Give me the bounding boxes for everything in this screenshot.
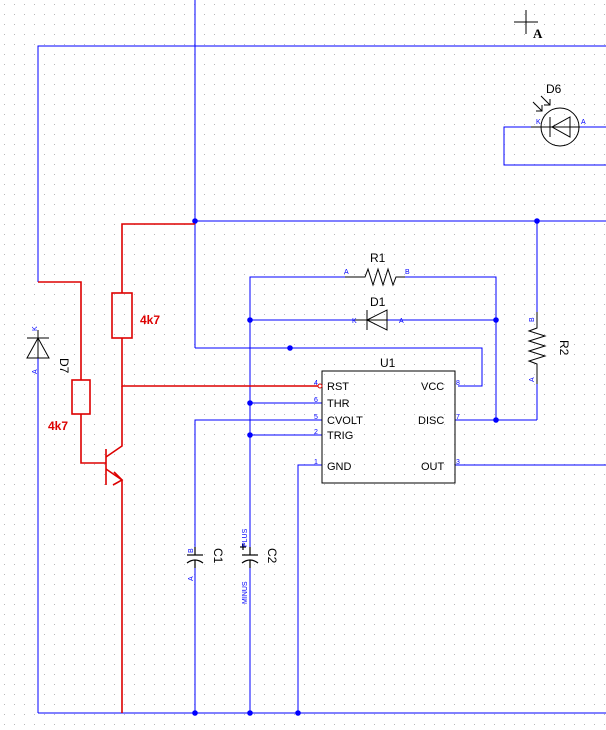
u1-pin-out-label: OUT — [421, 461, 445, 473]
r1-pin-a: A — [344, 269, 349, 276]
d7-pin-a: A — [32, 369, 39, 374]
blue-wires[interactable] — [37, 0, 606, 714]
led-d6[interactable]: D6 K A — [531, 82, 586, 147]
ic-u1[interactable]: U1 4 6 5 2 1 8 7 3 RST THR CVOLT TRIG GN… — [314, 356, 460, 484]
c2-name: C2 — [265, 548, 279, 564]
d1-name: D1 — [370, 295, 386, 309]
u1-name: U1 — [380, 356, 396, 370]
resistor-top-value: 4k7 — [140, 313, 160, 327]
red-wires[interactable] — [38, 223, 318, 713]
resistor-r1[interactable]: R1 A B — [344, 251, 410, 287]
r2-name: R2 — [557, 340, 571, 356]
d1-pin-a: A — [399, 318, 404, 325]
u1-pin-rst-num: 4 — [314, 380, 318, 387]
u1-pin-trig-label: TRIG — [327, 430, 353, 442]
d6-pin-a: A — [581, 119, 586, 126]
u1-pin-vcc-label: VCC — [421, 381, 444, 393]
c1-name: C1 — [211, 548, 225, 564]
resistor-r2[interactable]: R2 B A — [527, 312, 571, 384]
c1-pin-b: B — [188, 548, 195, 553]
r1-pin-b: B — [405, 269, 410, 276]
u1-pin-vcc-num: 8 — [456, 380, 460, 387]
c2-pin-plus: PLUS — [242, 528, 249, 547]
cursor-label: A — [533, 26, 543, 41]
u1-pin-out-num: 3 — [456, 459, 460, 466]
capacitor-c1[interactable]: C1 B A — [186, 547, 225, 581]
d7-pin-k: K — [32, 326, 39, 331]
d7-name: D7 — [57, 358, 71, 374]
c2-pin-minus: MINUS — [242, 581, 249, 604]
cursor-crosshair: A — [514, 10, 543, 41]
resistor-base-value: 4k7 — [48, 419, 68, 433]
d6-pin-k: K — [536, 119, 541, 126]
u1-pin-trig-num: 2 — [314, 429, 318, 436]
u1-pin-disc-label: DISC — [418, 415, 444, 427]
diode-d1[interactable]: D1 K A — [352, 295, 404, 331]
d1-pin-k: K — [352, 318, 357, 325]
u1-pin-rst-label: RST — [327, 381, 349, 393]
r2-pin-a: A — [529, 377, 536, 382]
u1-pin-gnd-label: GND — [327, 461, 352, 473]
u1-pin-gnd-num: 1 — [314, 459, 318, 466]
u1-pin-thr-label: THR — [327, 398, 350, 410]
u1-pin-cvolt-num: 5 — [314, 414, 318, 421]
c1-pin-a: A — [188, 576, 195, 581]
d6-name: D6 — [546, 82, 562, 96]
u1-pin-cvolt-label: CVOLT — [327, 415, 363, 427]
r2-pin-b: B — [529, 317, 536, 322]
u1-pin-thr-num: 6 — [314, 397, 318, 404]
junction-dots — [192, 218, 540, 716]
capacitor-c2[interactable]: C2 PLUS MINUS — [240, 528, 279, 604]
diode-d7[interactable]: K A D7 — [26, 326, 71, 374]
u1-pin-disc-num: 7 — [456, 414, 460, 421]
r1-name: R1 — [370, 251, 386, 265]
